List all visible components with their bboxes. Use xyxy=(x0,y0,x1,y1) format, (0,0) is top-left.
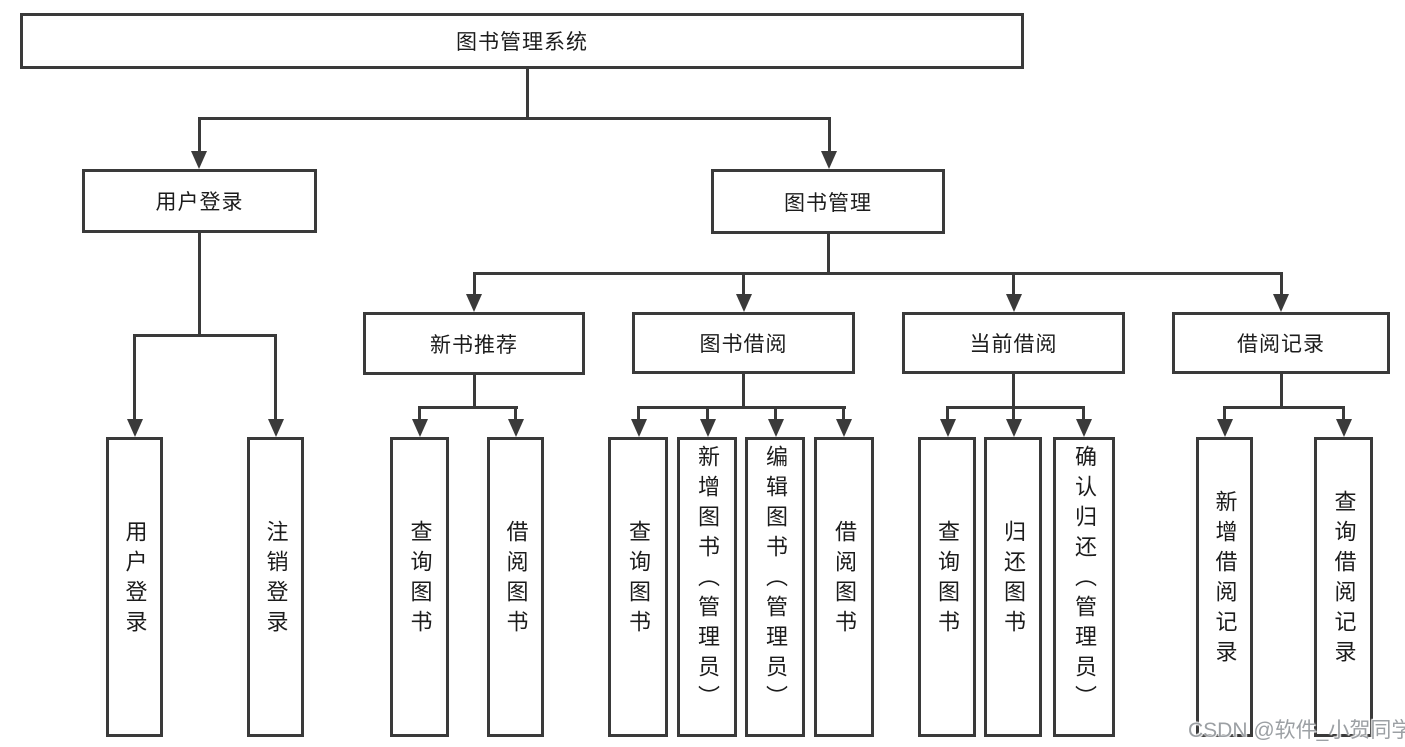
leaf-query-book-1: 查询图书 xyxy=(390,437,449,737)
leaf-borrow-book-1: 借阅图书 xyxy=(487,437,544,737)
connector-new-book-hline xyxy=(418,406,518,409)
leaf-label: 查询图书 xyxy=(935,520,960,640)
arrow-book-borrow-leaf-1 xyxy=(630,406,647,437)
connector-user-login-hline xyxy=(133,334,277,337)
arrow-new-book-leaf-2 xyxy=(507,406,524,437)
leaf-confirm-return-admin: 确认归还（管理员） xyxy=(1053,437,1115,737)
csdn-watermark: CSDN @软件_小贺同学 xyxy=(1188,719,1405,742)
arrow-book-borrow-leaf-3 xyxy=(767,406,784,437)
connector-book-borrow-hline xyxy=(637,406,846,409)
connector-new-book-stub xyxy=(472,375,476,409)
leaf-add-borrow-record: 新增借阅记录 xyxy=(1196,437,1253,737)
leaf-query-book-2: 查询图书 xyxy=(608,437,668,737)
connector-borrow-record-hline xyxy=(1223,406,1345,409)
leaf-label: 查询图书 xyxy=(407,520,433,640)
leaf-label: 借阅图书 xyxy=(832,520,857,640)
arrow-to-leaf-logout xyxy=(267,334,284,437)
connector-book-borrow-stub xyxy=(742,374,745,409)
leaf-add-book-admin: 新增图书（管理员） xyxy=(677,437,737,737)
node-label: 新书推荐 xyxy=(430,333,518,357)
leaf-label: 查询图书 xyxy=(626,520,651,640)
node-book-management: 图书管理 xyxy=(711,169,945,234)
leaf-label: 用户登录 xyxy=(122,520,148,640)
arrow-to-user-login xyxy=(191,117,207,169)
leaf-label: 注销登录 xyxy=(263,520,289,640)
node-book-borrow: 图书借阅 xyxy=(632,312,855,374)
leaf-label: 借阅图书 xyxy=(503,520,529,640)
leaf-query-borrow-record: 查询借阅记录 xyxy=(1314,437,1373,737)
arrow-to-current-borrow xyxy=(1005,272,1022,312)
leaf-label: 确认归还（管理员） xyxy=(1072,445,1097,715)
connector-level3-hline xyxy=(472,272,1283,275)
node-label: 图书借阅 xyxy=(699,333,788,356)
arrow-book-borrow-leaf-4 xyxy=(835,406,852,437)
arrow-book-borrow-leaf-2 xyxy=(699,406,716,437)
leaf-query-book-3: 查询图书 xyxy=(918,437,976,737)
node-label: 图书管理系统 xyxy=(456,31,588,54)
leaf-logout: 注销登录 xyxy=(247,437,304,737)
node-new-book-recommend: 新书推荐 xyxy=(363,312,585,375)
connector-current-borrow-stub xyxy=(1012,374,1015,409)
connector-level1-hline xyxy=(198,117,831,120)
node-label: 用户登录 xyxy=(155,191,244,214)
connector-book-mgmt-stub xyxy=(827,234,830,275)
arrow-borrow-record-leaf-2 xyxy=(1335,406,1352,437)
node-borrow-record: 借阅记录 xyxy=(1172,312,1390,374)
arrow-current-borrow-leaf-3 xyxy=(1075,406,1092,437)
leaf-label: 归还图书 xyxy=(1001,520,1026,640)
leaf-edit-book-admin: 编辑图书（管理员） xyxy=(745,437,805,737)
node-label: 当前借阅 xyxy=(969,333,1058,356)
arrow-to-leaf-user-login xyxy=(126,334,143,437)
arrow-to-new-book xyxy=(466,272,482,312)
arrow-borrow-record-leaf-1 xyxy=(1216,406,1233,437)
connector-root-stub xyxy=(526,69,529,120)
leaf-label: 查询借阅记录 xyxy=(1331,490,1357,670)
node-current-borrow: 当前借阅 xyxy=(902,312,1125,374)
arrow-current-borrow-leaf-2 xyxy=(1005,406,1022,437)
connector-borrow-record-stub xyxy=(1279,374,1283,409)
arrow-to-book-mgmt xyxy=(821,117,837,169)
leaf-label: 编辑图书（管理员） xyxy=(763,445,788,715)
arrow-to-book-borrow xyxy=(735,272,752,312)
leaf-label: 新增借阅记录 xyxy=(1212,490,1238,670)
leaf-borrow-book-2: 借阅图书 xyxy=(814,437,874,737)
connector-current-borrow-hline xyxy=(946,406,1085,409)
arrow-to-borrow-record xyxy=(1273,272,1289,312)
node-root-library-system: 图书管理系统 xyxy=(20,13,1024,69)
leaf-return-book: 归还图书 xyxy=(984,437,1042,737)
node-label: 图书管理 xyxy=(784,191,872,215)
leaf-user-login: 用户登录 xyxy=(106,437,163,737)
leaf-label: 新增图书（管理员） xyxy=(695,445,720,715)
connector-user-login-stub xyxy=(197,232,201,337)
arrow-new-book-leaf-1 xyxy=(411,406,428,437)
node-user-login: 用户登录 xyxy=(82,169,317,233)
arrow-current-borrow-leaf-1 xyxy=(939,406,956,437)
node-label: 借阅记录 xyxy=(1237,333,1325,356)
